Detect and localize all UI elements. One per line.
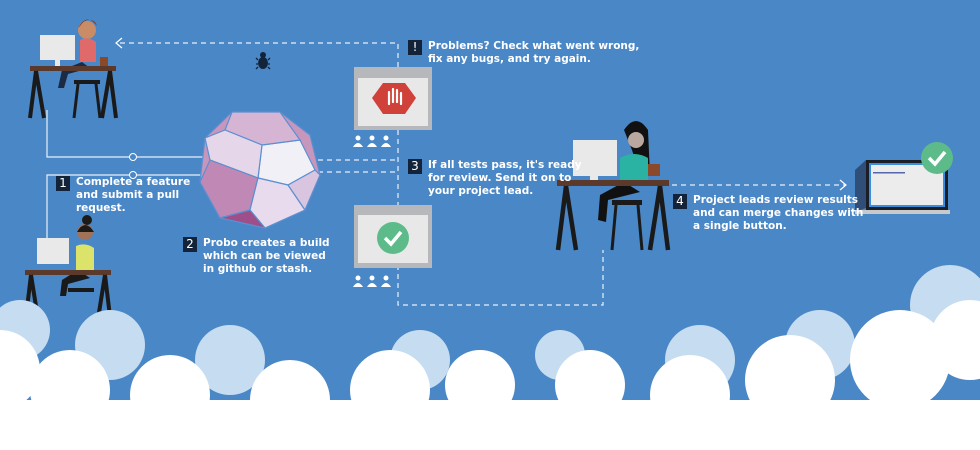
step-2: 2 Probo creates a build which can be vie… [183,237,330,276]
step-text: Probo creates a build which can be viewe… [203,237,330,275]
laptop-merge [855,142,953,214]
exclamation-icon: ! [408,40,422,55]
step-text: Complete a feature and submit a pull req… [76,176,191,214]
step-number: 2 [183,237,197,252]
step-text: If all tests pass, it's ready for review… [428,159,582,197]
dashed-connectors [120,42,845,306]
probo-build-polyhedron [199,111,321,229]
project-lead [555,121,671,251]
step-3: 3 If all tests pass, it's ready for revi… [408,159,582,198]
check-icon [921,142,953,174]
solid-connectors [46,110,205,240]
step-number: 1 [56,176,70,191]
step-4: 4 Project leads review results and can m… [673,194,863,233]
step-number: 4 [673,194,687,209]
bug-icon [255,52,271,70]
reviewers-icon [353,135,391,147]
check-icon [377,222,409,254]
failed-build-card [354,67,432,130]
reviewers-icon [353,275,391,287]
step-1: 1 Complete a feature and submit a pull r… [56,176,190,215]
clouds [0,265,980,450]
arrow-left-icon [115,37,123,49]
connector-node [129,153,137,161]
step-text: Project leads review results and can mer… [693,194,864,232]
developer-bottom [23,215,113,326]
step-number: 3 [408,159,422,174]
developer-top [28,19,118,119]
problem-note: ! Problems? Check what went wrong, fix a… [408,40,639,66]
passed-build-card [354,205,432,268]
arrow-right-icon [839,179,847,191]
connector-node [129,171,137,179]
problem-text: Problems? Check what went wrong, fix any… [428,40,640,65]
